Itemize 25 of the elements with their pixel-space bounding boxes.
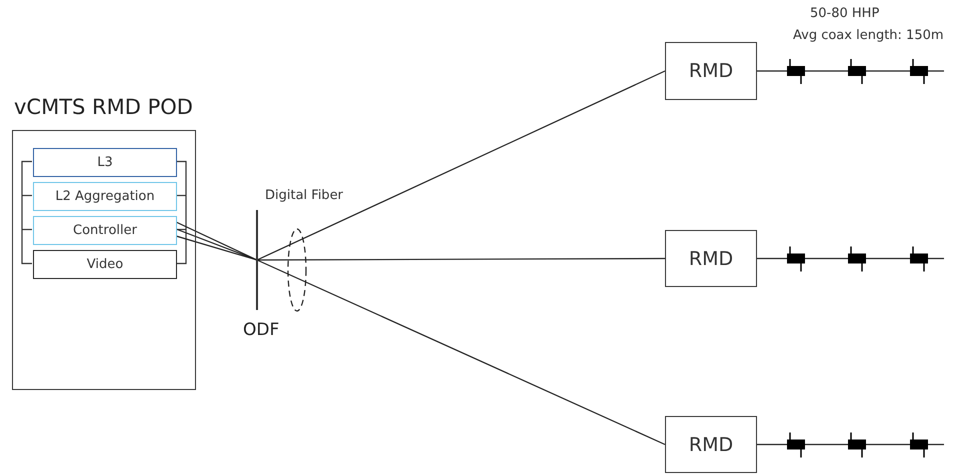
fiber-line <box>256 259 666 446</box>
function-box <box>33 250 177 279</box>
function-label: L2 Aggregation <box>55 189 155 204</box>
fiber-line <box>176 228 258 261</box>
rmd-label: RMD <box>688 434 734 456</box>
subscriber-note: 50-80 HHP <box>810 6 880 22</box>
rmd-box <box>665 42 757 100</box>
fiber-line <box>176 221 258 261</box>
function-label: Video <box>86 257 124 272</box>
rmd-box <box>665 416 757 473</box>
group-title: vCMTS RMD POD <box>14 95 193 119</box>
rmd-label: RMD <box>688 60 734 82</box>
fiber-label: Digital Fiber <box>265 188 344 204</box>
fiber-line <box>176 235 258 261</box>
odf-label: ODF <box>243 320 280 340</box>
rmd-label: RMD <box>688 248 734 270</box>
rmd-box <box>665 230 757 287</box>
function-label: Controller <box>73 223 137 238</box>
fiber-line <box>257 258 665 261</box>
fiber-line <box>256 70 666 261</box>
function-box <box>33 216 177 245</box>
function-box <box>33 182 177 211</box>
coax-note: Avg coax length: 150m <box>793 28 944 44</box>
function-label: L3 <box>97 155 113 170</box>
function-box <box>33 148 177 177</box>
